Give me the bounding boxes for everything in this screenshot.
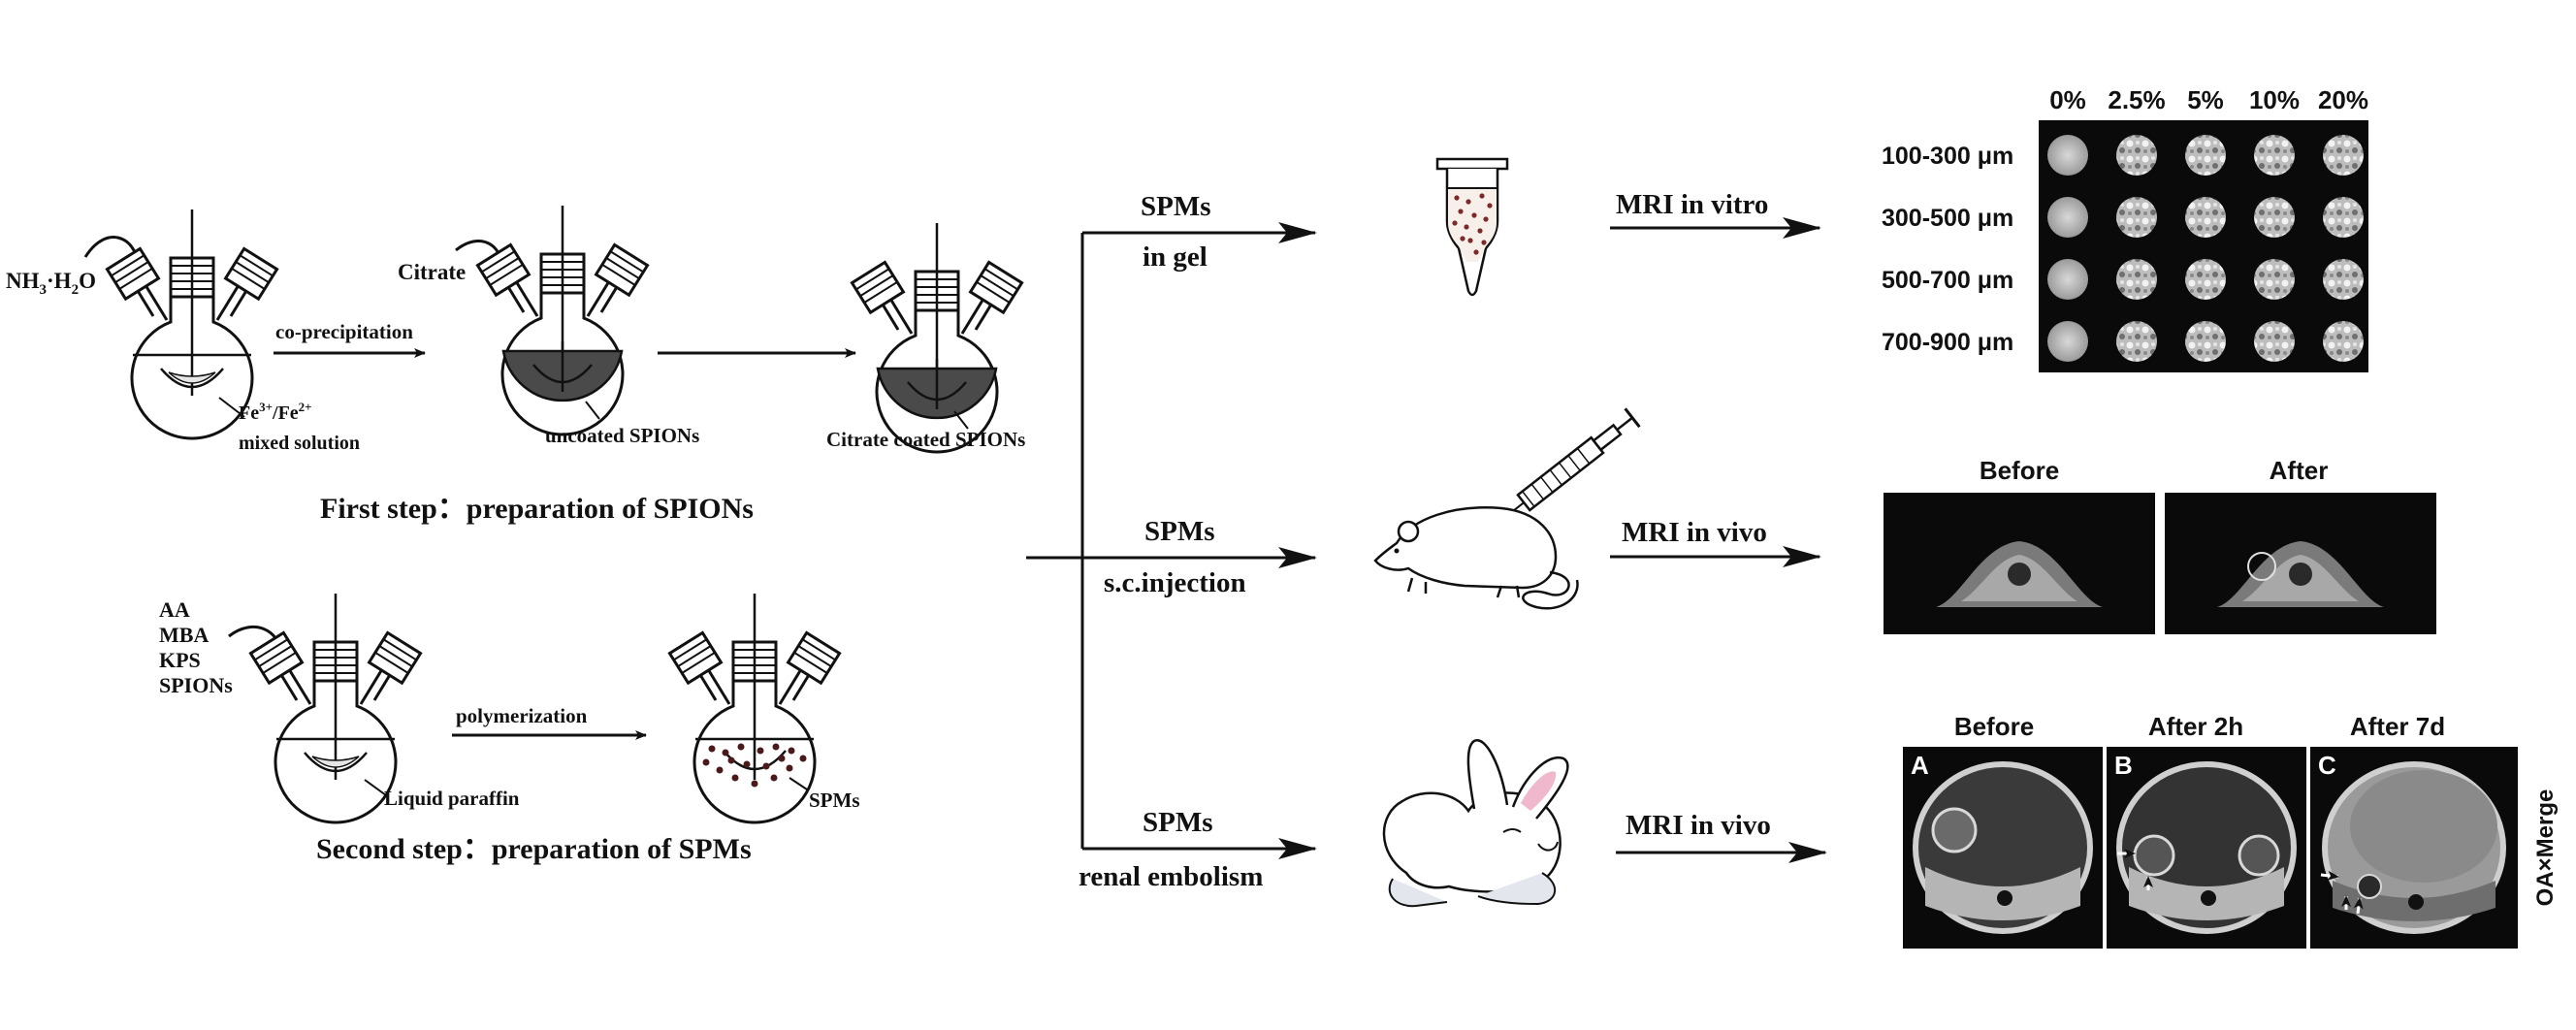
- first-step-title: First step：preparation of SPIONs: [320, 493, 754, 525]
- mri-sample-spot: [2185, 259, 2226, 300]
- mri-sample-spot: [2254, 197, 2295, 238]
- label-leader: [789, 777, 808, 790]
- rabbit-after-2h-label: After 2h: [2148, 712, 2243, 741]
- mouse-mri-panel: Before After: [1884, 456, 2436, 634]
- spms-label: SPMs: [809, 789, 860, 812]
- mri-sample-spot: [2116, 259, 2157, 300]
- mri-sample-spot: [2047, 135, 2088, 176]
- concentration-column-header: 0%: [2049, 85, 2086, 114]
- rabbit-before-label: Before: [1954, 712, 2034, 741]
- rabbit-after-7d-label: After 7d: [2350, 712, 2445, 741]
- flask-spms: [667, 592, 842, 824]
- invitro-mri-panel: 0% 2.5% 5% 10% 20% 100-300 μm 300-500 μm 500-7…: [1882, 85, 2368, 372]
- particle-size-row-label: 300-500 μm: [1882, 205, 2013, 232]
- label-leader: [585, 401, 600, 420]
- polymerization-label: polymerization: [456, 704, 588, 727]
- label-leader: [953, 410, 969, 430]
- reagent-nh3h2o: NH3·H2O: [6, 269, 96, 298]
- mri-sample-spot: [2185, 197, 2226, 238]
- concentration-column-header: 2.5%: [2108, 85, 2165, 114]
- mri-sample-spot: [2116, 135, 2157, 176]
- particle-size-row-label: 500-700 μm: [1882, 267, 2013, 294]
- reagent-kps: KPS: [159, 648, 201, 672]
- mri-sample-spot: [2254, 135, 2295, 176]
- flask1-label-line2: mixed solution: [239, 433, 360, 454]
- citrate-coated-spions-label: Citrate coated SPIONs: [826, 428, 1025, 451]
- panel-letter-c: C: [2318, 751, 2336, 780]
- liquid-paraffin-label: Liquid paraffin: [384, 787, 520, 810]
- branch3-line2: renal embolism: [1079, 861, 1263, 892]
- mri-sample-spot: [2254, 259, 2295, 300]
- rabbit-mri-panel: Before After 2h After 7d: [1903, 712, 2559, 949]
- panel-letter-a: A: [1911, 751, 1929, 780]
- particle-size-row-label: 100-300 μm: [1882, 143, 2013, 170]
- mri-sample-spot: [2323, 321, 2364, 362]
- mri-sample-spot: [2323, 197, 2364, 238]
- branch-connector: [1026, 222, 1317, 859]
- mri-sample-spot: [2185, 135, 2226, 176]
- mri-sample-spot: [2116, 197, 2157, 238]
- branch3-line1: SPMs: [1143, 807, 1213, 838]
- mri-sample-spot: [2047, 197, 2088, 238]
- eppendorf-tube-icon: [1435, 157, 1509, 297]
- mouse-with-syringe-icon: [1373, 407, 1641, 610]
- mri-sample-spot: [2323, 135, 2364, 176]
- flask-uncoated-spions: [475, 204, 650, 436]
- mri-in-vitro-label: MRI in vitro: [1616, 189, 1768, 220]
- mri-sample-spot: [2116, 321, 2157, 362]
- first-step-section: NH3·H2O Fe3+/Fe2+ mixed solution co-prec…: [6, 204, 1025, 525]
- mri-sample-spot: [2254, 321, 2295, 362]
- label-leader: [364, 779, 387, 796]
- label-leader: [218, 397, 245, 418]
- mri-sample-spot: [2185, 321, 2226, 362]
- flask1-label-line1: Fe3+/Fe2+: [239, 400, 312, 424]
- branch2-line1: SPMs: [1144, 516, 1215, 547]
- mri-in-vivo-label-mouse: MRI in vivo: [1622, 517, 1767, 548]
- citrate-reagent: Citrate: [398, 260, 466, 284]
- branch1-line1: SPMs: [1141, 191, 1211, 222]
- mri-sample-spot: [2323, 259, 2364, 300]
- oa-merge-side-label: OA×Merge: [2532, 789, 2559, 907]
- concentration-column-header: 10%: [2249, 85, 2300, 114]
- branch2-line2: s.c.injection: [1104, 567, 1246, 598]
- rabbit-icon: [1382, 739, 1569, 908]
- reagent-spions: SPIONs: [159, 673, 233, 697]
- reagent-aa: AA: [159, 597, 190, 622]
- flask-liquid-paraffin: [248, 592, 423, 824]
- second-step-section: AA MBA KPS SPIONs Liquid paraffin polyme…: [159, 592, 860, 865]
- flask-fe-solution: [105, 208, 279, 440]
- second-step-title: Second step：preparation of SPMs: [316, 833, 752, 865]
- mri-in-vivo-label-rabbit: MRI in vivo: [1626, 810, 1771, 841]
- reagent-mba: MBA: [159, 623, 209, 647]
- mri-sample-spot: [2047, 321, 2088, 362]
- concentration-column-header: 5%: [2187, 85, 2224, 114]
- panel-letter-b: B: [2114, 751, 2133, 780]
- uncoated-spions-label: uncoated SPIONs: [545, 424, 699, 447]
- mouse-before-label: Before: [1980, 456, 2059, 485]
- flask-citrate-coated-spions: [850, 221, 1024, 454]
- concentration-column-header: 20%: [2318, 85, 2368, 114]
- mri-sample-spot: [2047, 259, 2088, 300]
- particle-size-row-label: 700-900 μm: [1882, 329, 2013, 356]
- mouse-after-label: After: [2270, 456, 2329, 485]
- co-precipitation-label: co-precipitation: [275, 320, 413, 343]
- branch1-line2: in gel: [1143, 241, 1208, 273]
